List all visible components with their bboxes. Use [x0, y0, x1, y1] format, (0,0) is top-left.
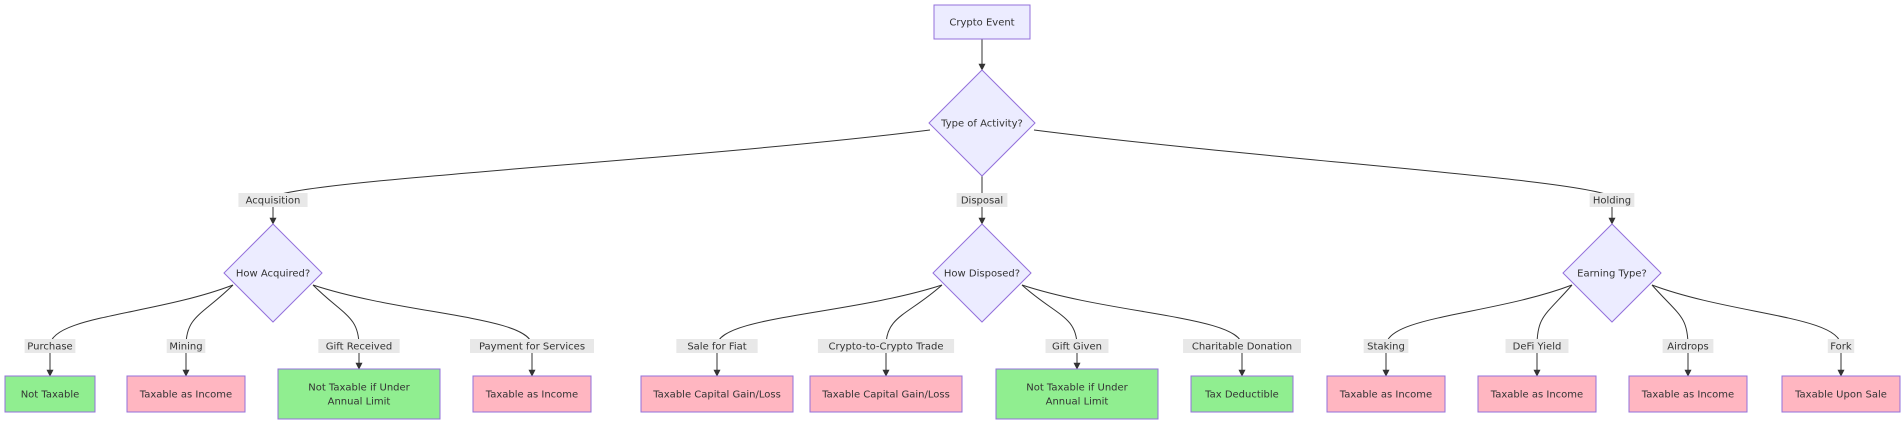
- outcome-gift-given-label: Not Taxable if Under: [1026, 383, 1128, 394]
- outcome-charitable-donation-label: Tax Deductible: [1204, 390, 1279, 401]
- edge-how-acquired-to-purchase: [46, 284, 234, 377]
- edge-label-purchase-bg: [24, 339, 76, 353]
- edge-label-defi-yield-bg: [1505, 339, 1569, 353]
- outcome-gift-received: [277, 368, 441, 420]
- outcome-mining: [126, 375, 246, 413]
- type-of-activity-decision-label: Type of Activity?: [940, 119, 1023, 130]
- edge-label-defi-yield: DeFi Yield: [1513, 342, 1562, 353]
- edge-label-gift-given: Gift Given: [1052, 342, 1102, 353]
- edge-activity-to-acquisition: [269, 129, 931, 225]
- edge-label-mining: Mining: [169, 342, 202, 353]
- outcome-purchase-label: Not Taxable: [21, 390, 80, 401]
- outcome-crypto-to-crypto-trade: [809, 375, 963, 413]
- edge-label-gift-given-bg: [1045, 339, 1109, 353]
- outcome-defi-yield: [1477, 375, 1597, 413]
- edge-label-staking: Staking: [1367, 342, 1405, 353]
- outcome-mining-label: Taxable as Income: [139, 390, 232, 401]
- outcome-staking-label: Taxable as Income: [1339, 390, 1432, 401]
- edge-how-acquired-to-payment-for-services: [312, 284, 536, 377]
- outcome-airdrops-label: Taxable as Income: [1641, 390, 1734, 401]
- edge-activity-to-holding: [1033, 129, 1616, 225]
- edge-earning-type-to-airdrops: [1651, 284, 1692, 377]
- edge-earning-type-to-staking: [1382, 284, 1573, 377]
- edge-label-disposal: Disposal: [961, 196, 1003, 207]
- outcome-gift-received-label: Not Taxable if Under: [308, 383, 410, 394]
- outcome-fork-label: Taxable Upon Sale: [1794, 390, 1887, 401]
- edge-label-disposal-bg: [956, 193, 1008, 207]
- outcome-charitable-donation: [1190, 375, 1294, 413]
- edge-label-mining-bg: [166, 339, 206, 353]
- outcome-gift-given: [995, 368, 1159, 420]
- edge-label-gift-received-bg: [318, 339, 400, 353]
- outcome-staking: [1326, 375, 1446, 413]
- edge-label-holding-bg: [1589, 193, 1635, 207]
- edge-how-disposed-to-crypto-to-crypto-trade: [882, 284, 943, 377]
- edge-label-crypto-to-crypto-trade-bg: [817, 339, 955, 353]
- crypto-event-node-label: Crypto Event: [949, 18, 1014, 29]
- how-acquired-decision-label: How Acquired?: [236, 269, 310, 280]
- outcome-sale-for-fiat: [640, 375, 794, 413]
- outcome-sale-for-fiat-label: Taxable Capital Gain/Loss: [652, 390, 781, 401]
- edge-label-charitable-donation: Charitable Donation: [1192, 342, 1292, 353]
- edge-label-acquisition: Acquisition: [246, 196, 301, 207]
- edge-label-holding: Holding: [1593, 196, 1631, 207]
- earning-type-decision: [1562, 223, 1662, 323]
- edge-label-airdrops: Airdrops: [1667, 342, 1708, 353]
- outcome-payment-for-services-label: Taxable as Income: [485, 390, 578, 401]
- outcome-fork: [1781, 375, 1901, 413]
- edge-label-sale-for-fiat: Sale for Fiat: [687, 342, 746, 353]
- outcome-airdrops: [1628, 375, 1748, 413]
- edge-how-acquired-to-mining: [182, 284, 234, 377]
- edge-how-acquired-to-gift-received: [312, 284, 363, 370]
- edge-label-fork: Fork: [1830, 342, 1852, 353]
- edge-label-crypto-to-crypto-trade: Crypto-to-Crypto Trade: [829, 342, 944, 353]
- how-acquired-decision: [223, 223, 323, 323]
- edge-earning-type-to-fork: [1651, 284, 1845, 377]
- edge-label-airdrops-bg: [1662, 339, 1714, 353]
- how-disposed-decision: [932, 223, 1032, 323]
- outcome-defi-yield-label: Taxable as Income: [1490, 390, 1583, 401]
- edge-label-payment-for-services: Payment for Services: [479, 342, 585, 353]
- edge-label-fork-bg: [1827, 339, 1855, 353]
- how-disposed-decision-label: How Disposed?: [944, 269, 1020, 280]
- edge-how-disposed-to-sale-for-fiat: [713, 284, 943, 377]
- edge-label-purchase: Purchase: [27, 342, 72, 353]
- crypto-event-node: [933, 4, 1031, 40]
- edge-label-acquisition-bg: [238, 193, 308, 207]
- edge-label-payment-for-services-bg: [470, 339, 594, 353]
- edge-label-sale-for-fiat-bg: [676, 339, 758, 353]
- edge-earning-type-to-defi-yield: [1533, 284, 1573, 377]
- outcome-payment-for-services: [472, 375, 592, 413]
- type-of-activity-decision: [928, 69, 1036, 177]
- outcome-gift-received-label: Annual Limit: [328, 397, 391, 408]
- outcome-purchase: [4, 375, 96, 413]
- edge-label-gift-received: Gift Received: [326, 342, 392, 353]
- outcome-crypto-to-crypto-trade-label: Taxable Capital Gain/Loss: [821, 390, 950, 401]
- edge-label-staking-bg: [1363, 339, 1409, 353]
- outcome-gift-given-label: Annual Limit: [1046, 397, 1109, 408]
- earning-type-decision-label: Earning Type?: [1577, 269, 1647, 280]
- edge-how-disposed-to-charitable-donation: [1021, 284, 1246, 377]
- edge-label-charitable-donation-bg: [1183, 339, 1301, 353]
